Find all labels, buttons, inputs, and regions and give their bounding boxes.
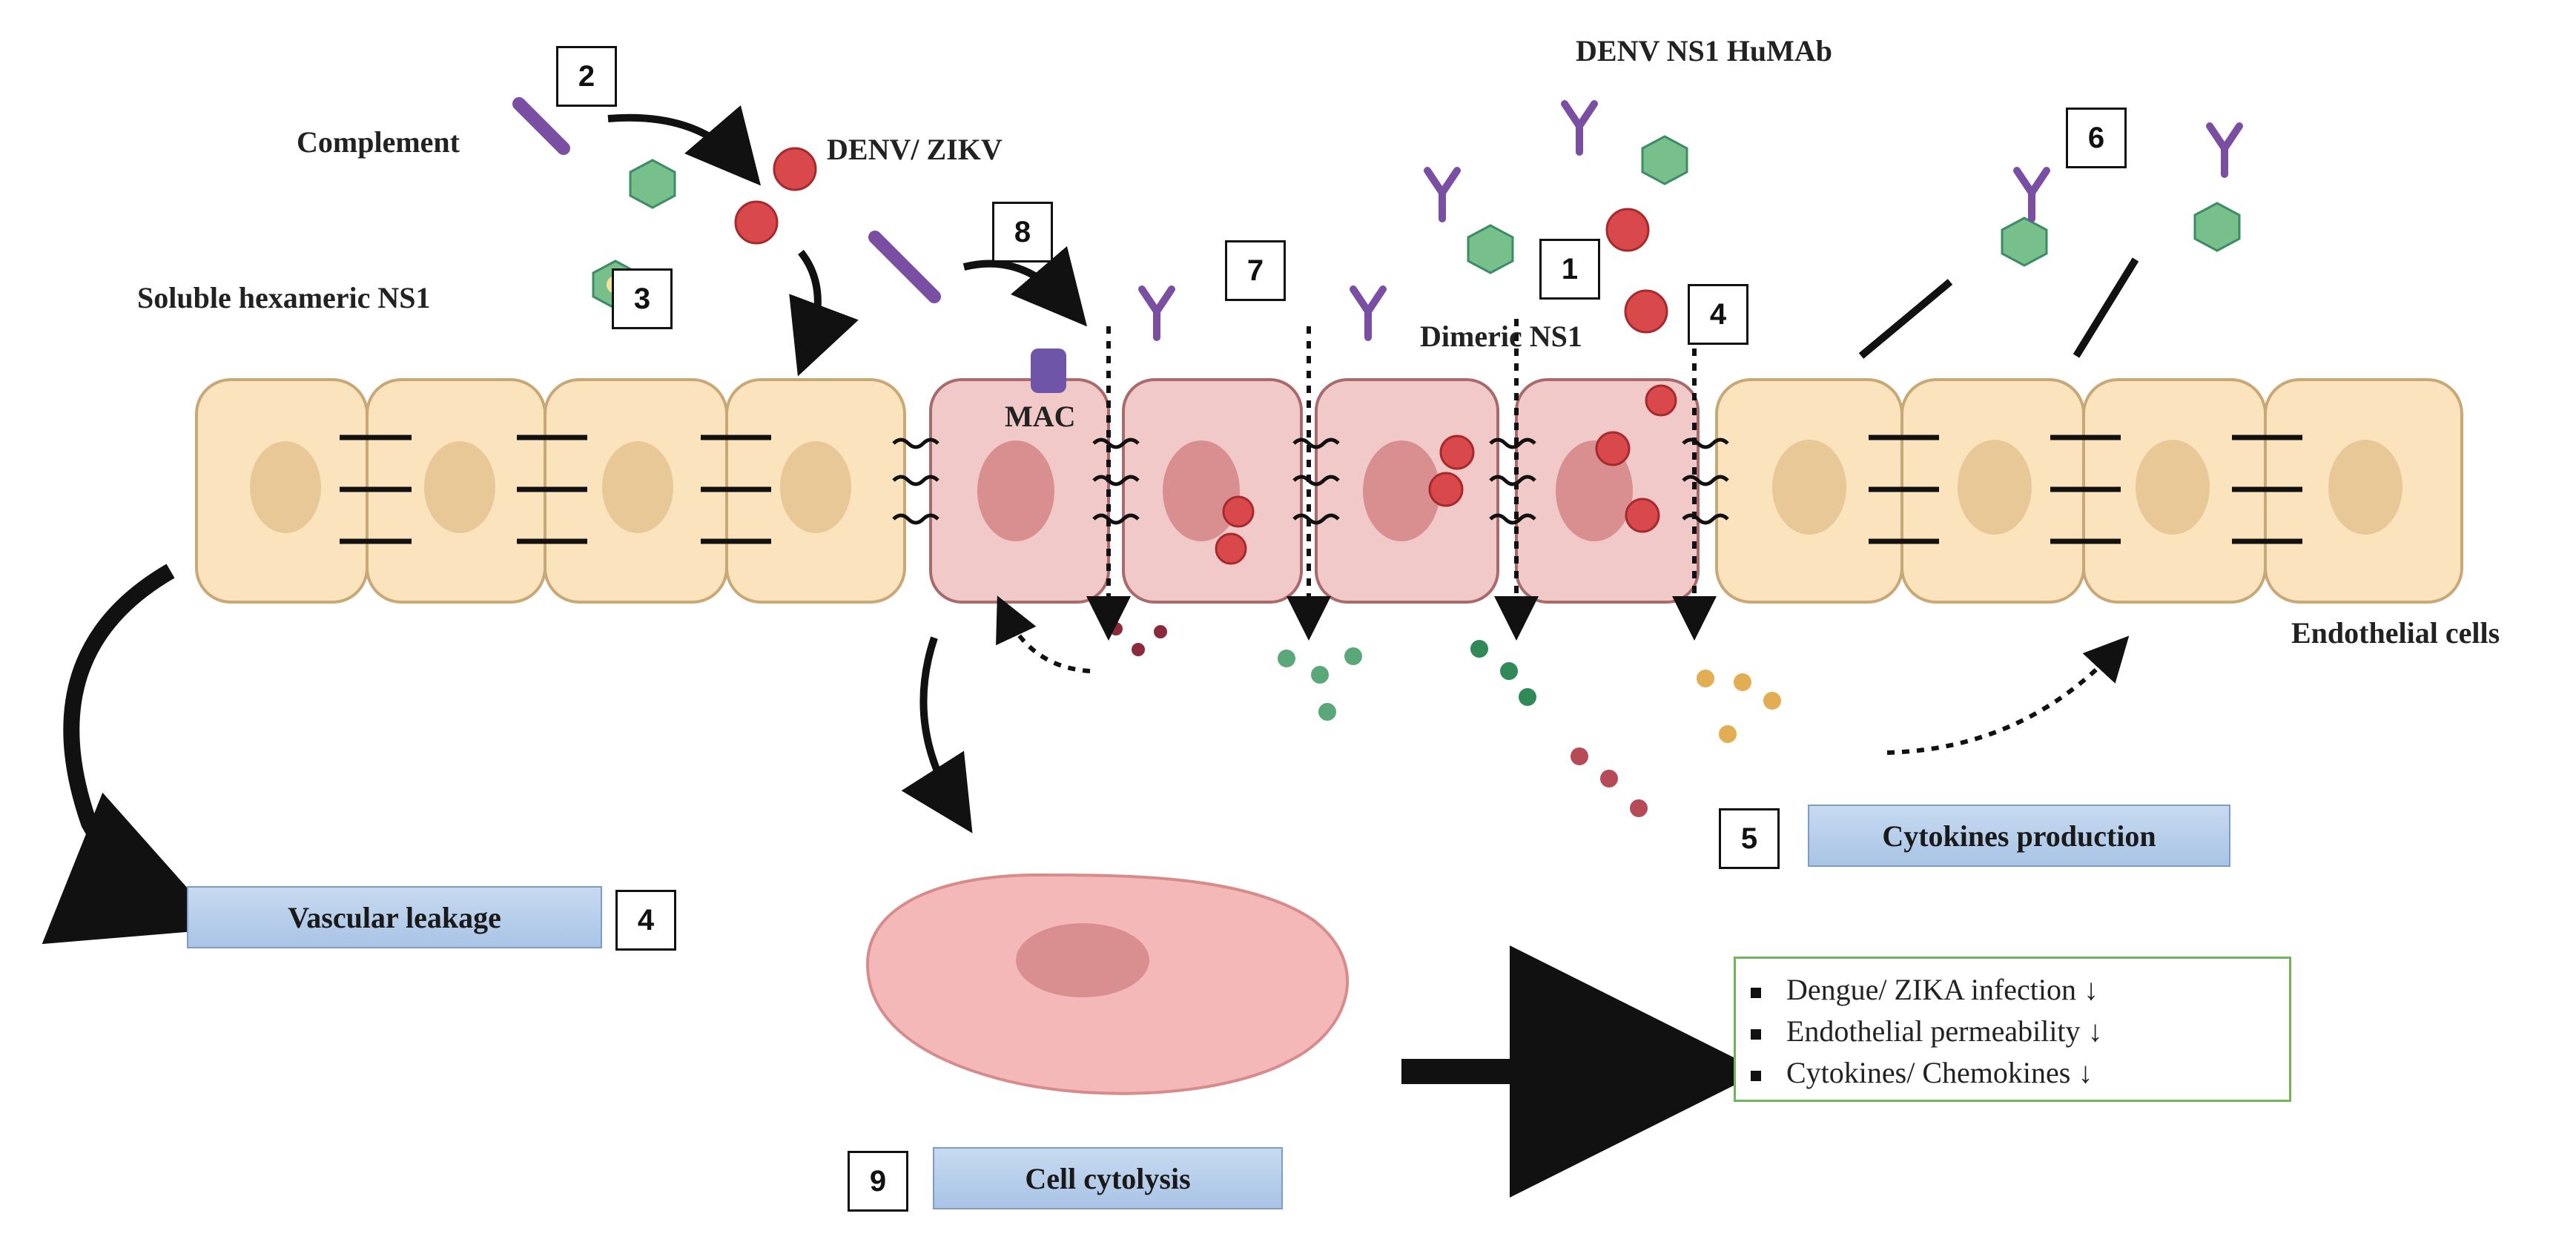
step-8-badge: 8 bbox=[992, 202, 1053, 262]
step-6-badge: 6 bbox=[2066, 108, 2127, 168]
step-4-badge-bottom: 4 bbox=[615, 890, 676, 951]
effect-item-permeability: Endothelial permeability ↓ bbox=[1751, 1011, 2274, 1052]
virus-particles bbox=[734, 147, 1677, 565]
complement-label: Complement bbox=[297, 125, 460, 159]
endothelial-cells-label: Endothelial cells bbox=[2291, 616, 2500, 650]
dimeric-ns1-label: Dimeric NS1 bbox=[1420, 320, 1582, 353]
cell-cytolysis-box: Cell cytolysis bbox=[933, 1147, 1283, 1209]
humab-label: DENV NS1 HuMAb bbox=[1576, 34, 1832, 67]
vascular-leakage-box: Vascular leakage bbox=[187, 886, 602, 948]
cytokines-production-box: Cytokines production bbox=[1808, 805, 2230, 867]
antibodies bbox=[1138, 100, 2243, 341]
bullet-icon bbox=[1751, 1028, 1761, 1040]
effect-item-infection: Dengue/ ZIKA infection ↓ bbox=[1751, 969, 2274, 1011]
bullet-icon bbox=[1751, 1070, 1761, 1081]
step-4-badge-top: 4 bbox=[1688, 284, 1748, 345]
healthy-cells bbox=[195, 378, 2463, 604]
effect-item-cytokines: Cytokines/ Chemokines ↓ bbox=[1751, 1052, 2274, 1094]
step-5-badge: 5 bbox=[1719, 808, 1780, 869]
step-3-badge: 3 bbox=[612, 268, 673, 329]
step-7-badge: 7 bbox=[1225, 240, 1286, 301]
cell-cytolysis-debris bbox=[865, 873, 1350, 1095]
dashed-arrows bbox=[996, 319, 2130, 755]
step-1-badge: 1 bbox=[1539, 239, 1600, 300]
complement-complex bbox=[512, 97, 1066, 393]
step-9-badge: 9 bbox=[848, 1151, 908, 1212]
endothelial-cell-layer bbox=[195, 378, 2463, 604]
bullet-icon bbox=[1751, 987, 1761, 998]
mac-label: MAC bbox=[1005, 400, 1076, 433]
infected-cells bbox=[892, 378, 1729, 604]
cytokine-clusters bbox=[1109, 622, 1781, 817]
denv-zikv-label: DENV/ ZIKV bbox=[827, 133, 1003, 166]
therapeutic-effects-box: Dengue/ ZIKA infection ↓ Endothelial per… bbox=[1734, 957, 2291, 1102]
soluble-hexameric-ns1-label: Soluble hexameric NS1 bbox=[137, 281, 431, 314]
flow-arrows bbox=[42, 105, 2139, 1198]
step-2-badge: 2 bbox=[556, 46, 617, 107]
